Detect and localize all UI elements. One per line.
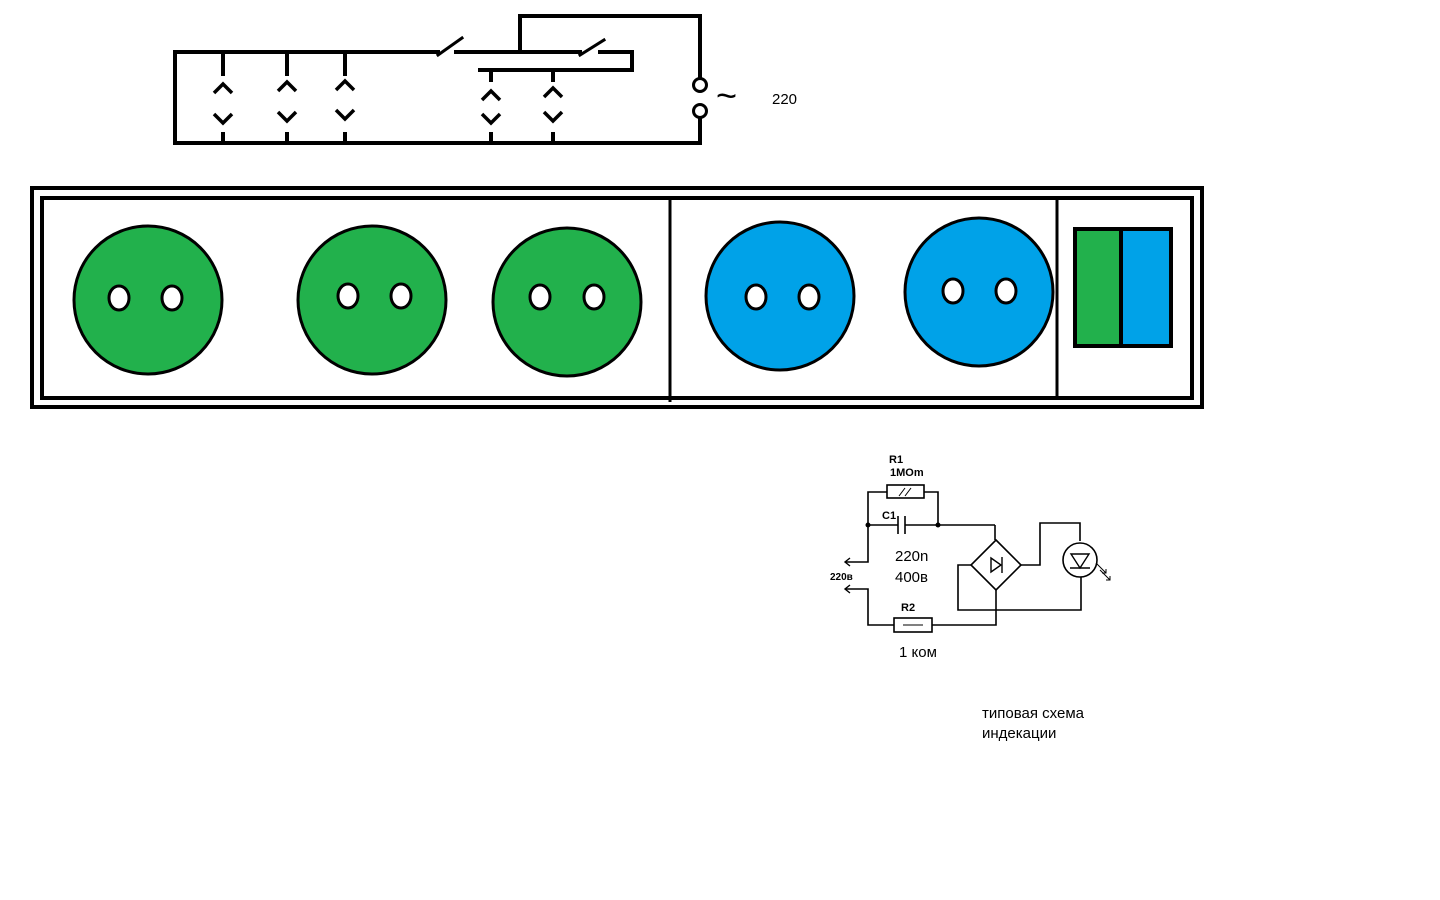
socket-green-1 bbox=[72, 224, 224, 376]
bridge-right-wire bbox=[1021, 522, 1081, 566]
r2-value: 1 ком bbox=[899, 644, 937, 661]
socket-green-3 bbox=[491, 226, 643, 378]
wiring-upper-feed bbox=[518, 14, 702, 78]
plug-contact-2 bbox=[276, 76, 298, 132]
diode-bridge bbox=[969, 538, 1023, 613]
plug-contact-1 bbox=[212, 76, 234, 132]
socket-blue-1 bbox=[704, 220, 856, 372]
c1-name: C1 bbox=[882, 510, 896, 522]
r2-name: R2 bbox=[901, 602, 915, 614]
circuit-caption-line-2: индекации bbox=[982, 725, 1056, 742]
junction-left bbox=[865, 522, 871, 528]
r1-wire bbox=[867, 491, 887, 525]
input-arrow-bottom bbox=[843, 584, 851, 594]
circuit-caption-line-1: типовая схема bbox=[982, 705, 1085, 722]
dual-switch bbox=[1073, 227, 1173, 348]
wiring-left-loop bbox=[173, 50, 702, 145]
plug-contacts bbox=[212, 76, 564, 132]
power-strip bbox=[30, 186, 1204, 409]
mains-terminal-bottom bbox=[692, 103, 708, 119]
wiring-diagram bbox=[173, 14, 702, 145]
input-wire-top bbox=[846, 525, 869, 563]
r1-value: 1MOm bbox=[890, 467, 924, 479]
switch-2-output bbox=[478, 50, 634, 72]
plug-contact-4 bbox=[480, 82, 502, 132]
resistor-r2 bbox=[893, 617, 933, 633]
switch-2-blade bbox=[577, 37, 607, 58]
r1-wire-right bbox=[924, 491, 939, 525]
switch-green-half bbox=[1075, 229, 1122, 346]
switch-1-blade bbox=[435, 35, 465, 58]
plug-contact-3 bbox=[334, 76, 356, 132]
socket-green-2 bbox=[296, 224, 448, 376]
led-indicator bbox=[1062, 542, 1111, 581]
junction-right bbox=[935, 522, 941, 528]
input-wire-bottom bbox=[846, 588, 894, 626]
bridge-left-wire bbox=[957, 564, 1082, 611]
r1-name: R1 bbox=[889, 454, 903, 466]
input-arrow-top bbox=[843, 557, 851, 567]
indicator-circuit: R1 1MOm C1 220n 400в 220в R2 1 ком bbox=[830, 454, 1111, 742]
mains-terminal-top bbox=[692, 77, 708, 93]
r2-wire-right bbox=[932, 613, 997, 626]
socket-blue-2 bbox=[903, 216, 1055, 368]
capacitor-c1 bbox=[897, 516, 906, 534]
c1-value: 220n bbox=[895, 548, 928, 565]
input-voltage-label: 220в bbox=[830, 572, 853, 583]
ac-tilde-symbol: ~ bbox=[716, 75, 737, 116]
c1-voltage: 400в bbox=[895, 569, 928, 586]
plug-contact-5 bbox=[542, 82, 564, 132]
mains-voltage-label: 220 bbox=[772, 91, 797, 108]
switch-blue-half bbox=[1122, 229, 1171, 346]
resistor-r1 bbox=[886, 484, 925, 499]
